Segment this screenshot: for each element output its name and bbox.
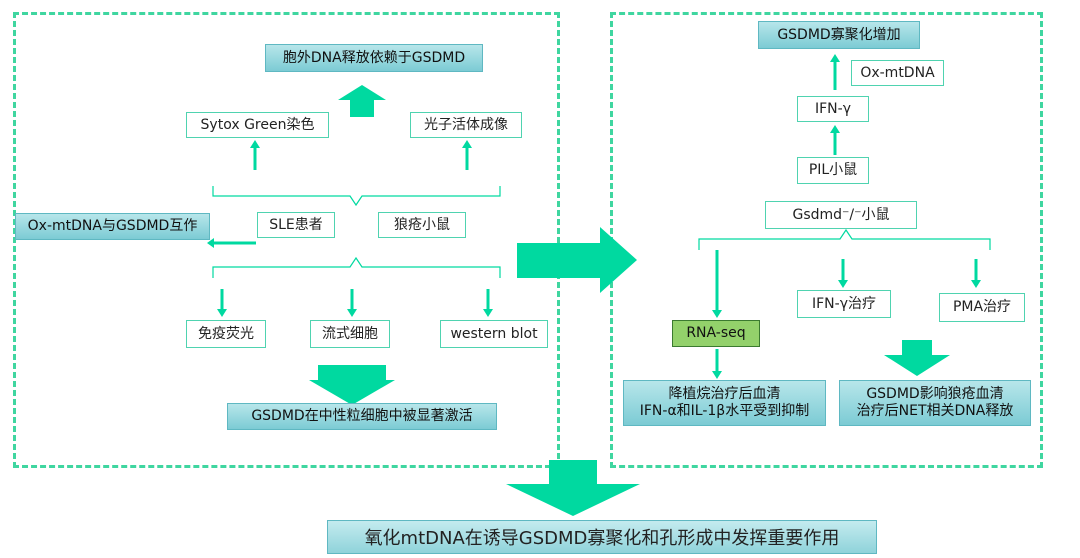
sytox-green-box: Sytox Green染色 xyxy=(186,112,329,138)
right-result-2: GSDMD影响狼疮血清 治疗后NET相关DNA释放 xyxy=(839,380,1031,426)
left-bottom-result: GSDMD在中性粒细胞中被显著激活 xyxy=(227,403,497,430)
imaging-box: 光子活体成像 xyxy=(410,112,522,138)
pil-mouse-box: PIL小鼠 xyxy=(797,157,869,184)
lupus-mouse-box: 狼疮小鼠 xyxy=(378,212,466,238)
sle-patients-box: SLE患者 xyxy=(257,212,335,238)
right-result-1-line1: 降植烷治疗后血清 xyxy=(668,385,781,402)
right-top-result: GSDMD寡聚化增加 xyxy=(758,21,920,49)
ifng-treatment-box: IFN-γ治疗 xyxy=(797,290,891,318)
ifng-box: IFN-γ xyxy=(797,96,869,122)
interaction-box: Ox-mtDNA与GSDMD互作 xyxy=(15,213,210,240)
right-result-2-line1: GSDMD影响狼疮血清 xyxy=(866,385,1004,402)
western-blot-box: western blot xyxy=(440,320,548,348)
left-top-result: 胞外DNA释放依赖于GSDMD xyxy=(265,44,483,72)
right-result-2-line2: 治疗后NET相关DNA释放 xyxy=(856,403,1014,419)
oxmtdna-box: Ox-mtDNA xyxy=(851,60,944,86)
immunofluorescence-box: 免疫荧光 xyxy=(186,320,266,348)
flow-cytometry-box: 流式细胞 xyxy=(310,320,390,348)
rnaseq-box: RNA-seq xyxy=(672,320,760,347)
gsdmd-ko-mouse-box: Gsdmd⁻/⁻小鼠 xyxy=(765,201,917,229)
pma-treatment-box: PMA治疗 xyxy=(939,293,1025,322)
right-result-1-line2: IFN-α和IL-1β水平受到抑制 xyxy=(639,403,810,419)
down-block-arrow-final xyxy=(506,460,640,516)
left-panel xyxy=(13,12,560,468)
right-result-1: 降植烷治疗后血清 IFN-α和IL-1β水平受到抑制 xyxy=(623,380,826,426)
conclusion-box: 氧化mtDNA在诱导GSDMD寡聚化和孔形成中发挥重要作用 xyxy=(327,520,877,554)
